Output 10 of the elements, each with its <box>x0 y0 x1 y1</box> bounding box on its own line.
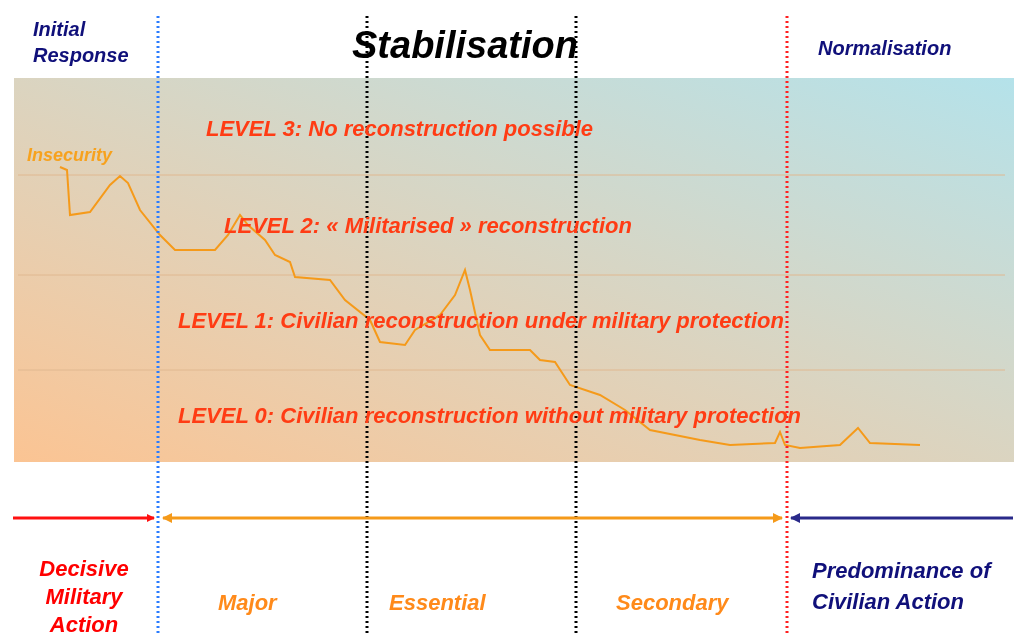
title: Stabilisation <box>352 23 578 68</box>
level-label: LEVEL 3: No reconstruction possible <box>206 115 595 143</box>
phase-label: Predominance of Civilian Action <box>812 557 994 616</box>
phase-label: Essential <box>389 589 487 617</box>
phase-label: Major <box>218 589 279 617</box>
curve-label: Insecurity <box>27 144 114 167</box>
phase-label: Decisive Military Action <box>38 555 130 635</box>
phase-label: Secondary <box>616 589 730 617</box>
phase-label: Initial Response <box>33 17 130 68</box>
phase-label: Normalisation <box>818 36 953 61</box>
